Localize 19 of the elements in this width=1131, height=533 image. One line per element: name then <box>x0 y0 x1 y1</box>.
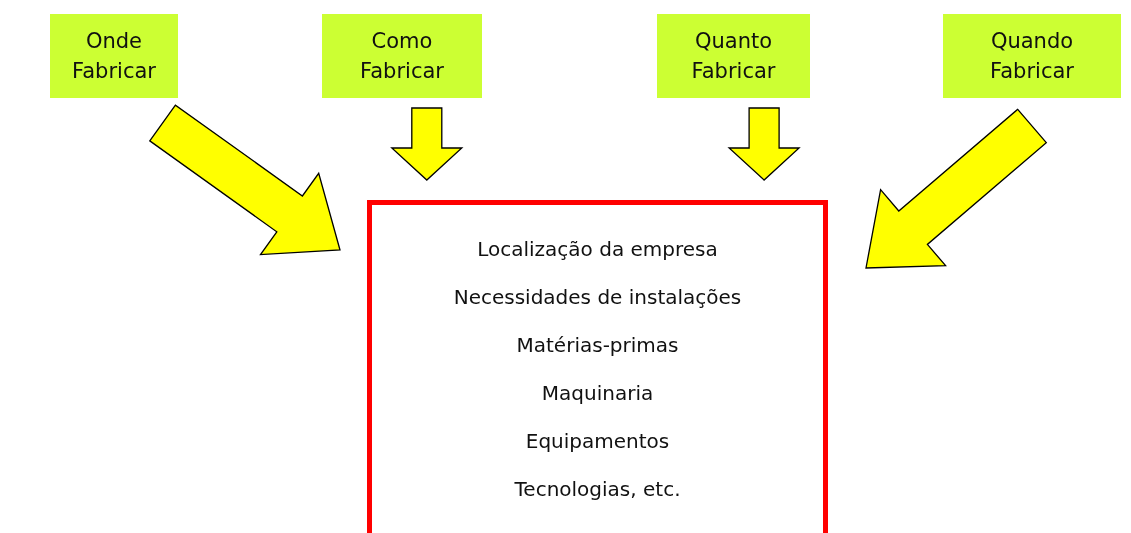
topic-label: Onde Fabricar <box>71 28 157 85</box>
topic-label: Como Fabricar <box>359 28 445 85</box>
list-item: Equipamentos <box>525 428 670 455</box>
block-arrow <box>390 107 464 181</box>
topic-box <box>50 14 178 98</box>
topic-label: Quando Fabricar <box>989 28 1075 85</box>
topic-box <box>657 14 810 98</box>
list-item: Necessidades de instalações <box>453 284 742 311</box>
list-item: Localização da empresa <box>477 236 718 263</box>
block-arrow <box>865 108 1048 269</box>
block-arrow <box>148 104 341 256</box>
list-item: Tecnologias, etc. <box>514 476 681 503</box>
topic-box <box>943 14 1121 98</box>
block-arrow <box>727 107 801 181</box>
topic-label: Quanto Fabricar <box>690 28 777 85</box>
topic-box <box>322 14 482 98</box>
list-item: Matérias-primas <box>516 332 679 359</box>
content-panel <box>367 200 828 533</box>
list-item: Maquinaria <box>541 380 654 407</box>
